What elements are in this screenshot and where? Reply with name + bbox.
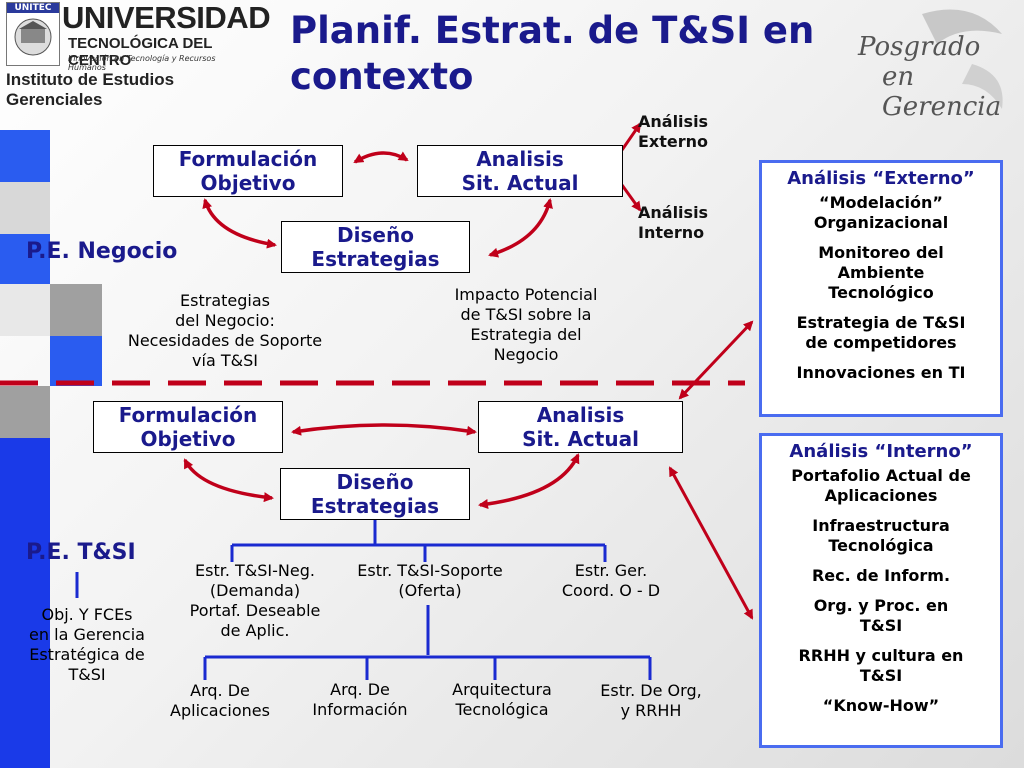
arrow-form-analisis-bottom	[291, 423, 477, 436]
deco-square	[0, 182, 50, 234]
panel-externo-heading: Análisis “Externo”	[787, 168, 975, 189]
panel-analisis-externo: Análisis “Externo” “Modelación”Organizac…	[759, 160, 1003, 417]
branch-estr-ger: Estr. Ger.Coord. O - D	[561, 561, 661, 600]
panel-interno-item: “Know-How”	[822, 696, 940, 715]
unitec-badge: UNITEC	[6, 2, 60, 66]
deco-square	[0, 386, 50, 438]
sub-branch-org-rrhh: Estr. De Org,y RRHH	[600, 681, 702, 720]
deco-bar	[0, 438, 50, 768]
panel-externo-item: “Modelación”Organizacional	[813, 193, 949, 232]
page-title: Planif. Estrat. de T&SI en contexto	[290, 9, 815, 98]
arrow-analisis-interno	[620, 184, 642, 212]
branch-estr-neg: Estr. T&SI-Neg.(Demanda) Portaf. Deseabl…	[189, 561, 321, 640]
seal-icon	[14, 18, 52, 56]
pe-tsi-label: P.E. T&SI	[26, 540, 136, 565]
deco-square	[0, 234, 50, 286]
pe-negocio-label: P.E. Negocio	[26, 239, 178, 264]
arrow-diseno-analisis-top	[488, 198, 553, 258]
university-logo: UNITEC UNIVERSIDAD TECNOLÓGICA DEL CENTR…	[6, 0, 271, 109]
arrow-to-panel-externo	[678, 320, 754, 400]
arrow-form-diseno-top	[202, 198, 277, 249]
panel-interno-heading: Análisis “Interno”	[789, 441, 973, 462]
arrow-diseno-analisis-bottom	[478, 453, 580, 509]
branch-tree	[75, 520, 652, 680]
arrow-form-analisis-top	[353, 151, 409, 164]
deco-square	[50, 284, 102, 336]
branch-estr-soporte: Estr. T&SI-Soporte(Oferta)	[357, 561, 503, 600]
panel-interno-item: Rec. de Inform.	[811, 566, 951, 585]
arrow-form-diseno-bottom	[183, 458, 274, 503]
panel-externo-item: Innovaciones en TI	[796, 363, 966, 382]
deco-square	[0, 130, 50, 182]
posgrado-logo: Posgrado en Gerencia	[852, 4, 1012, 122]
deco-square	[50, 336, 102, 386]
deco-square	[0, 284, 50, 336]
arrow-to-panel-interno	[668, 466, 754, 620]
arrow-analisis-externo	[620, 122, 642, 151]
posgrado-swirl-icon	[922, 9, 1003, 109]
